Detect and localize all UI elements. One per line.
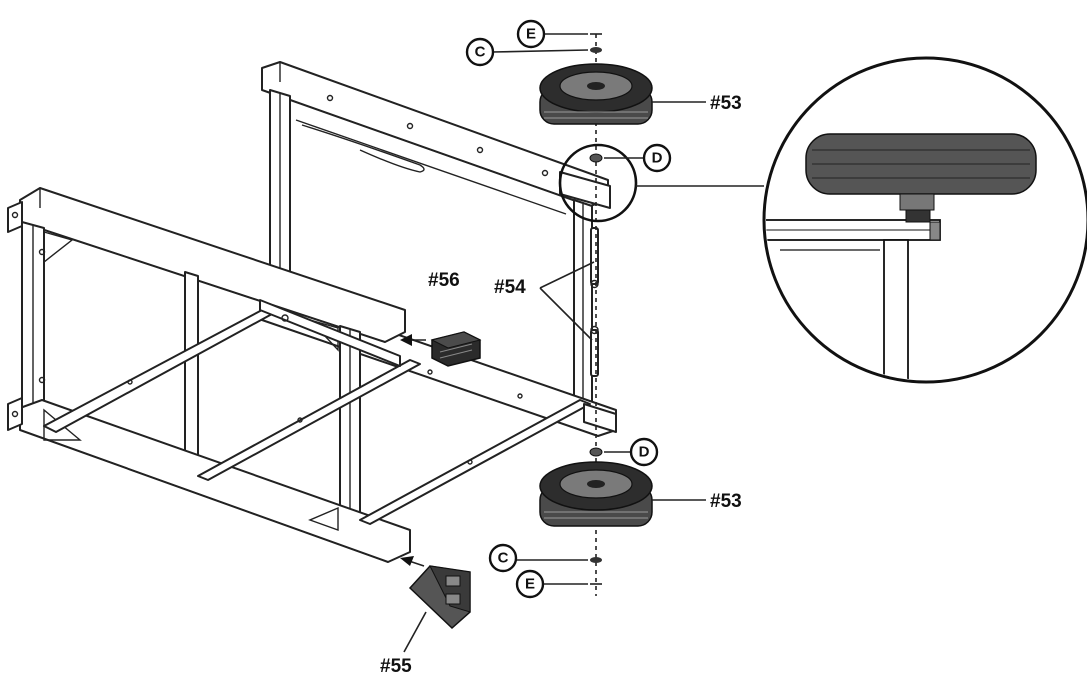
detail-view [762, 56, 1087, 384]
label-axle: #54 [494, 277, 526, 298]
svg-text:D: D [652, 150, 663, 167]
label-bracket: #56 [428, 270, 460, 291]
svg-text:C: C [475, 44, 486, 61]
leg-cap-55 [400, 556, 471, 653]
callout-d-bottom: D [629, 437, 659, 467]
bottom-rails [43, 299, 591, 525]
hardware [589, 33, 603, 585]
svg-text:C: C [498, 550, 509, 567]
callout-e-top: E [516, 19, 546, 49]
bottom-wheel [539, 461, 653, 527]
callout-c-top: C [465, 37, 495, 67]
svg-text:E: E [526, 26, 536, 43]
leaders [491, 33, 706, 585]
svg-text:D: D [639, 444, 650, 461]
label-leg-cap: #55 [380, 656, 412, 677]
callout-d-top: D [642, 143, 672, 173]
label-wheel-bottom: #53 [710, 491, 742, 512]
front-frame [7, 187, 411, 563]
svg-text:E: E [525, 576, 535, 593]
label-wheel-top: #53 [710, 93, 742, 114]
detail-marker-circle [558, 143, 638, 223]
callout-c-bottom: C [488, 543, 518, 573]
callout-e-bottom: E [515, 569, 545, 599]
top-wheel [539, 63, 653, 125]
bracket-56 [400, 331, 482, 367]
